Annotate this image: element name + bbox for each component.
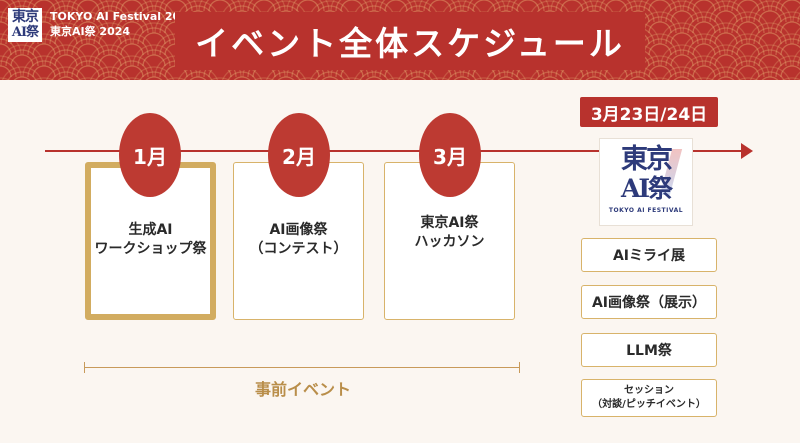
timeline-line bbox=[45, 150, 745, 152]
main-logo-line-2: AI祭 bbox=[620, 174, 673, 203]
title-plate: イベント全体スケジュール bbox=[175, 12, 645, 70]
event-llm-fest[interactable]: LLM祭 bbox=[581, 333, 717, 367]
main-logo-caption: TOKYO AI FESTIVAL bbox=[608, 207, 684, 214]
month-badge-march: 3月 bbox=[419, 113, 481, 197]
logo-line-1: 東京 bbox=[12, 9, 39, 25]
festival-name: TOKYO AI Festival 2024 東京AI祭 2024 bbox=[50, 9, 195, 39]
session-line-2: （対談/ピッチイベント） bbox=[592, 399, 706, 410]
session-line-1: セッション bbox=[624, 385, 674, 396]
page-title: イベント全体スケジュール bbox=[195, 24, 625, 63]
month-event-line: ワークショップ祭 bbox=[94, 241, 207, 257]
header-band: 東京 AI祭 TOKYO AI Festival 2024 東京AI祭 2024… bbox=[0, 0, 800, 80]
month-event-line: 生成AI bbox=[128, 222, 173, 238]
pre-event-range-line bbox=[84, 367, 520, 368]
month-text-january: 生成AI ワークショップ祭 bbox=[85, 221, 216, 259]
month-event-line: （コンテスト） bbox=[249, 241, 348, 257]
range-tick-right bbox=[519, 362, 520, 373]
month-badge-january: 1月 bbox=[119, 113, 181, 197]
main-event-date: 3月23日/24日 bbox=[580, 97, 718, 127]
timeline-arrow-icon bbox=[741, 143, 753, 159]
pre-event-label: 事前イベント bbox=[254, 380, 351, 399]
range-tick-left bbox=[84, 362, 85, 373]
month-event-line: AI画像祭 bbox=[269, 222, 328, 238]
month-text-march: 東京AI祭 ハッカソン bbox=[384, 214, 515, 252]
month-text-february: AI画像祭 （コンテスト） bbox=[233, 221, 364, 259]
month-event-line: 東京AI祭 bbox=[420, 215, 479, 231]
month-badge-february: 2月 bbox=[268, 113, 330, 197]
event-ai-mirai-ten[interactable]: AIミライ展 bbox=[581, 238, 717, 272]
main-event-logo: 東京 AI祭 TOKYO AI FESTIVAL bbox=[600, 139, 692, 225]
festival-name-en: TOKYO AI Festival 2024 bbox=[50, 10, 196, 23]
month-card-january[interactable] bbox=[85, 162, 216, 320]
event-session[interactable]: セッション （対談/ピッチイベント） bbox=[581, 379, 717, 417]
festival-name-ja: 東京AI祭 2024 bbox=[50, 25, 131, 38]
event-ai-image-exhibition[interactable]: AI画像祭（展示） bbox=[581, 285, 717, 319]
month-event-line: ハッカソン bbox=[414, 234, 485, 250]
festival-logo: 東京 AI祭 bbox=[8, 8, 42, 42]
main-logo-line-1: 東京 bbox=[621, 144, 673, 175]
logo-line-2: AI祭 bbox=[11, 25, 39, 40]
